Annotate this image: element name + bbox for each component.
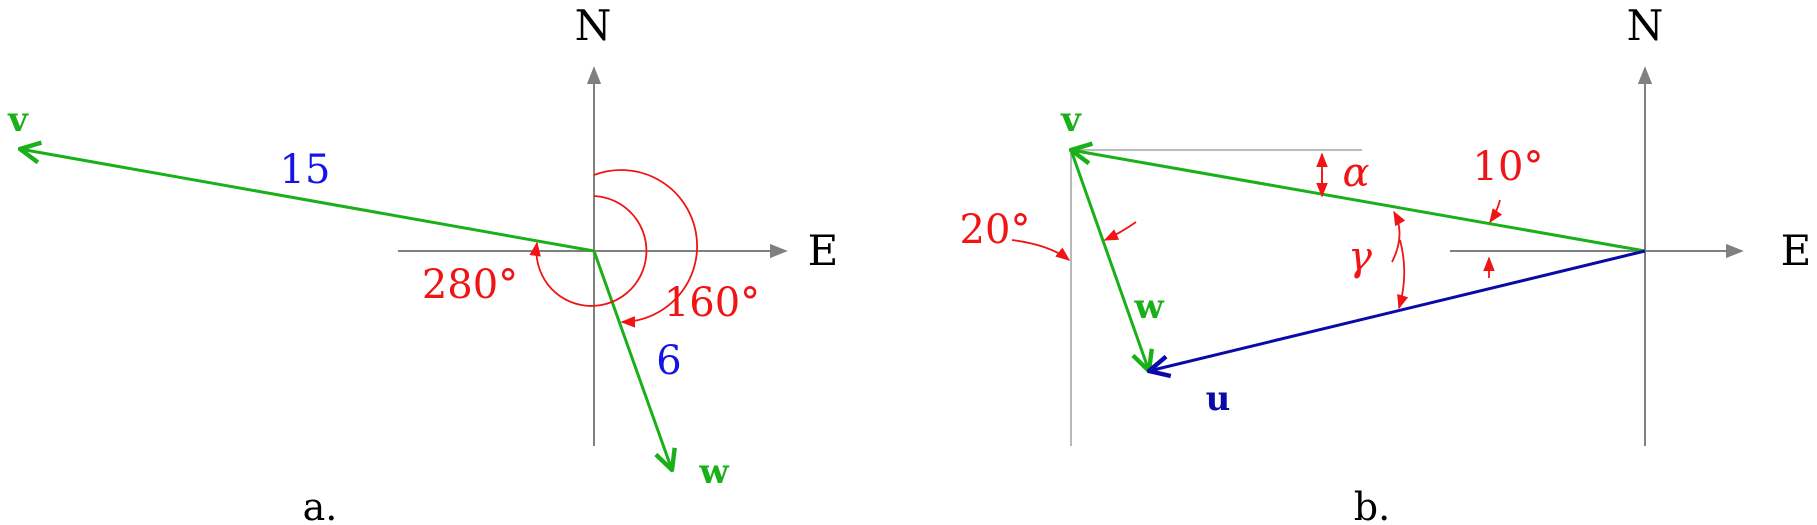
- vector-w-label: w: [698, 452, 729, 492]
- vector-v-label: v: [7, 100, 29, 140]
- angle-gamma-arc-down: [1397, 239, 1409, 310]
- east-label: E: [808, 226, 839, 275]
- vector-w-label: w: [1133, 287, 1164, 327]
- vector-v: [1071, 150, 1646, 253]
- east-label: E: [1781, 226, 1812, 275]
- angle-alpha-label: α: [1342, 150, 1369, 196]
- vector-v: [20, 149, 595, 253]
- angle-20-pointer-left: [1011, 239, 1071, 261]
- north-label: N: [575, 1, 612, 50]
- magnitude-w: 6: [656, 338, 681, 384]
- angle-gamma-label: γ: [1348, 234, 1372, 280]
- caption-b: b.: [1354, 485, 1390, 525]
- bearing-v-label: 280°: [422, 262, 518, 308]
- caption-a: a.: [303, 485, 338, 525]
- angle-20-pointer-right: [1103, 221, 1137, 241]
- angle-gamma-arc-up: [1391, 210, 1406, 263]
- panel-a: N E v w 15 6 280° 160° a.: [7, 1, 838, 525]
- vector-u-label: u: [1206, 379, 1231, 419]
- angle-10-label: 10°: [1473, 144, 1544, 190]
- vector-u: [1149, 249, 1646, 371]
- magnitude-v: 15: [280, 147, 331, 193]
- vector-w: [592, 250, 672, 470]
- bearing-v-arc: [529, 195, 648, 307]
- vector-w: [1069, 149, 1149, 371]
- angle-10-pointer: [1489, 199, 1503, 224]
- panel-b: N E v w u 20° α 10° γ b.: [960, 1, 1812, 525]
- bearing-w-label: 160°: [664, 280, 760, 326]
- angle-20-label: 20°: [960, 207, 1031, 253]
- bearing-w-arc: [593, 169, 698, 328]
- north-label: N: [1627, 1, 1664, 50]
- vector-v-label: v: [1060, 100, 1082, 140]
